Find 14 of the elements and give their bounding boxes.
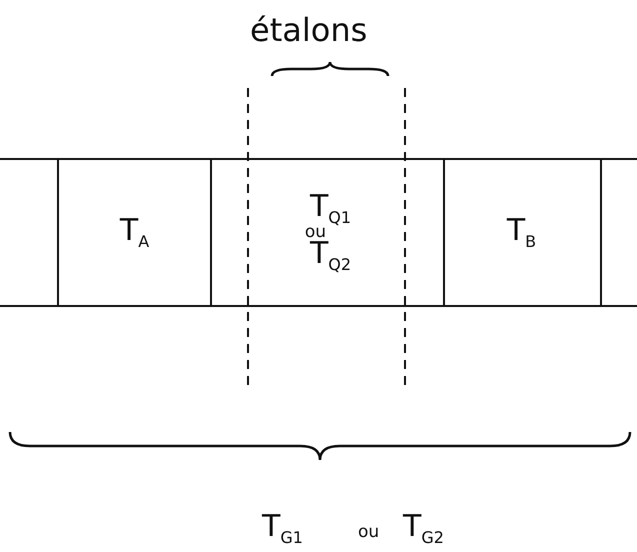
empty-cell xyxy=(600,158,637,307)
cell-label: T$_{B}$ xyxy=(506,216,536,250)
table-cell xyxy=(443,158,602,307)
empty-cell xyxy=(0,158,59,307)
annotation-text: étalons xyxy=(250,14,368,46)
conjunction-text: ou xyxy=(304,224,326,241)
cell-label: T$_{A}$ xyxy=(120,216,150,250)
formula-text: T$_{G2}$ xyxy=(403,512,444,546)
table-cell xyxy=(210,158,445,307)
formula-text: T$_{G1}$ xyxy=(262,512,303,546)
conjunction-text: ou xyxy=(358,524,380,541)
cell-label: T$_{Q1}$ xyxy=(310,192,352,226)
cell-label: T$_{Q2}$ xyxy=(310,239,352,273)
table-cell xyxy=(57,158,212,307)
